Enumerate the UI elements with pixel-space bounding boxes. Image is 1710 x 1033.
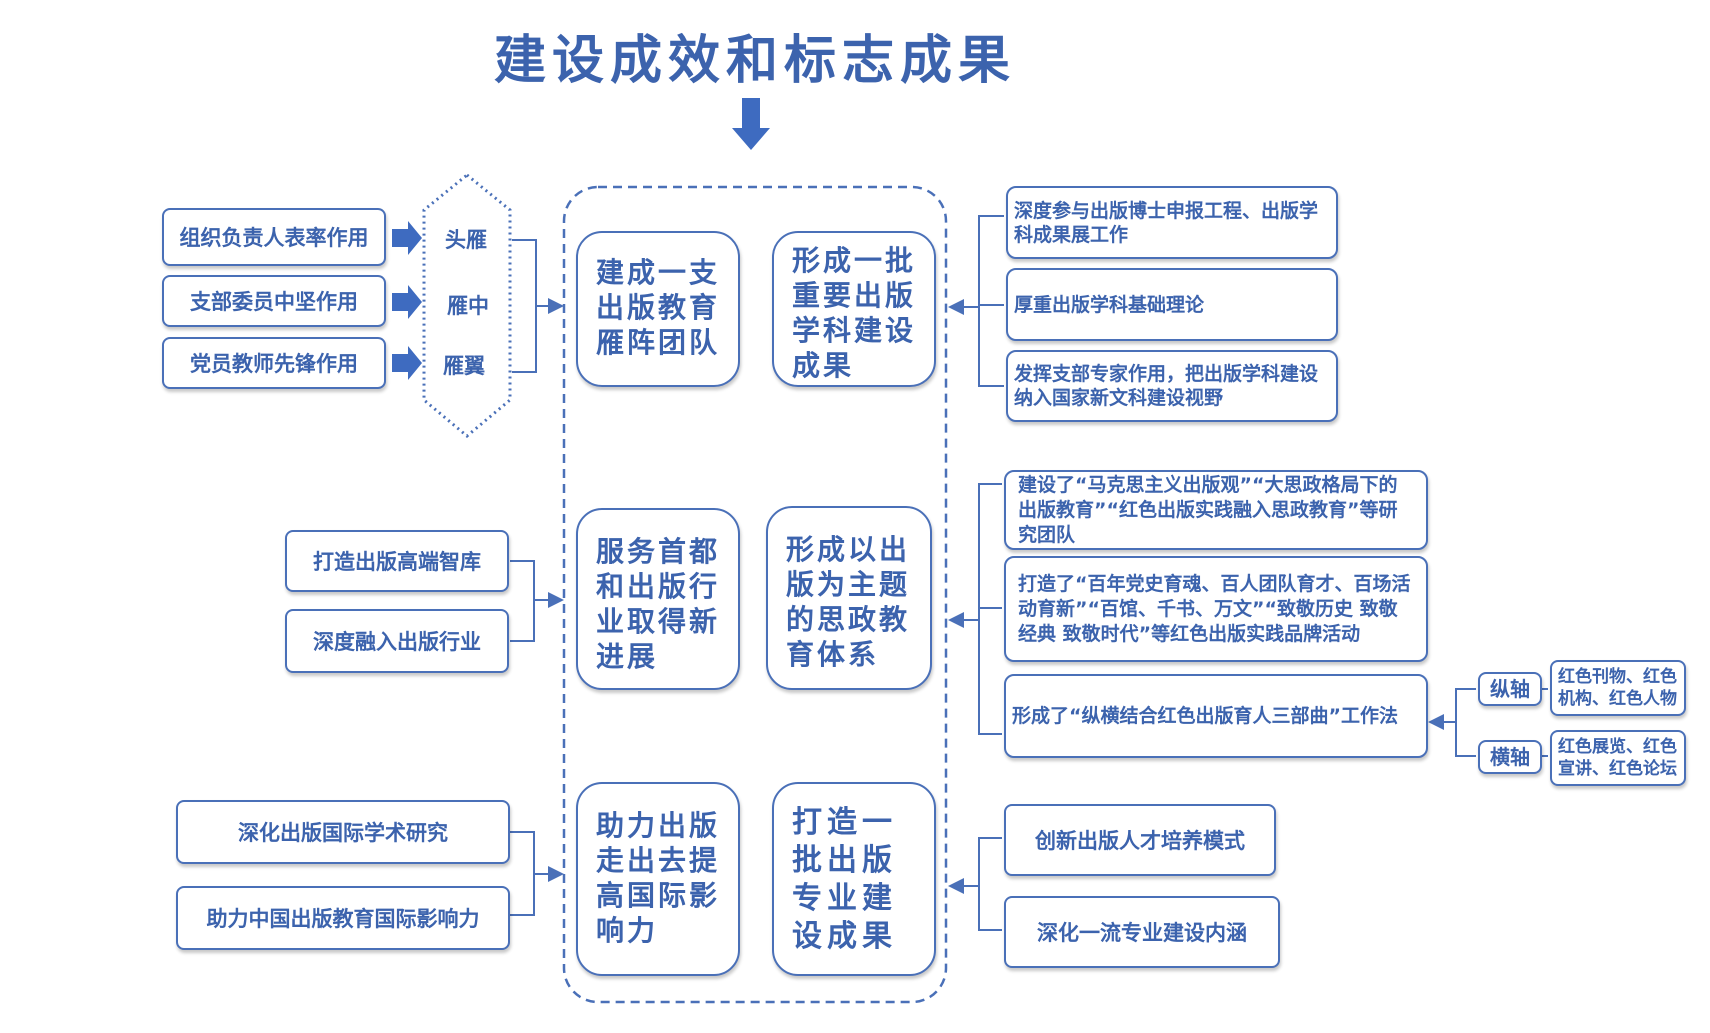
right-box-experts: 发挥支部专家作用，把出版学科建设纳入国家新文科建设视野 bbox=[1006, 350, 1338, 422]
right-box-talent: 创新出版人才培养模式 bbox=[1004, 804, 1276, 876]
arrow-right-1 bbox=[392, 221, 422, 255]
right-box-theory: 厚重出版学科基础理论 bbox=[1006, 268, 1338, 341]
center-dashed-frame bbox=[562, 185, 948, 1004]
center-box-team: 建成一支出版教育雁阵团队 bbox=[576, 231, 740, 387]
center-box-ideology: 形成以出版为主题的思政教育体系 bbox=[766, 506, 932, 690]
right-box-doctoral: 深度参与出版博士申报工程、出版学科成果展工作 bbox=[1006, 186, 1338, 259]
arrow-right-2 bbox=[392, 285, 422, 319]
goose-hexagon bbox=[422, 173, 512, 438]
axis-horizontal-label: 横轴 bbox=[1478, 740, 1542, 774]
right-box-major: 深化一流专业建设内涵 bbox=[1004, 896, 1280, 968]
right-box-practice-brand: 打造了“百年党史育魂、百人团队育才、百场活动育新”“百馆、千书、万文”“致敬历史… bbox=[1004, 556, 1428, 662]
arrow-right-3 bbox=[392, 346, 422, 380]
left-box-influence: 助力中国出版教育国际影响力 bbox=[176, 886, 510, 950]
axis-vertical-text: 红色刊物、红色机构、红色人物 bbox=[1550, 660, 1686, 716]
page-title: 建设成效和标志成果 bbox=[493, 31, 1016, 91]
center-box-major: 打造一批出版专业建设成果 bbox=[772, 782, 936, 976]
left-box-teacher: 党员教师先锋作用 bbox=[162, 337, 386, 389]
center-box-discipline: 形成一批重要出版学科建设成果 bbox=[772, 231, 936, 387]
right-box-research-team: 建设了“马克思主义出版观”“大思政格局下的出版教育”“红色出版实践融入思政教育”… bbox=[1004, 470, 1428, 550]
goose-label-middle: 雁中 bbox=[447, 294, 489, 318]
left-box-committee: 支部委员中坚作用 bbox=[162, 275, 386, 327]
left-box-industry: 深度融入出版行业 bbox=[285, 609, 509, 673]
goose-label-wing: 雁翼 bbox=[443, 354, 485, 378]
axis-vertical-label: 纵轴 bbox=[1478, 672, 1542, 706]
left-box-think-tank: 打造出版高端智库 bbox=[285, 530, 509, 592]
left-box-org-leader: 组织负责人表率作用 bbox=[162, 208, 386, 266]
right-box-method: 形成了“纵横结合红色出版育人三部曲”工作法 bbox=[1004, 674, 1428, 758]
center-box-capital: 服务首都和出版行业取得新进展 bbox=[576, 508, 740, 690]
goose-label-head: 头雁 bbox=[445, 228, 487, 252]
left-box-research: 深化出版国际学术研究 bbox=[176, 800, 510, 864]
axis-horizontal-text: 红色展览、红色宣讲、红色论坛 bbox=[1550, 730, 1686, 786]
down-arrow bbox=[732, 98, 770, 150]
center-box-global: 助力出版走出去提高国际影响力 bbox=[576, 782, 740, 976]
